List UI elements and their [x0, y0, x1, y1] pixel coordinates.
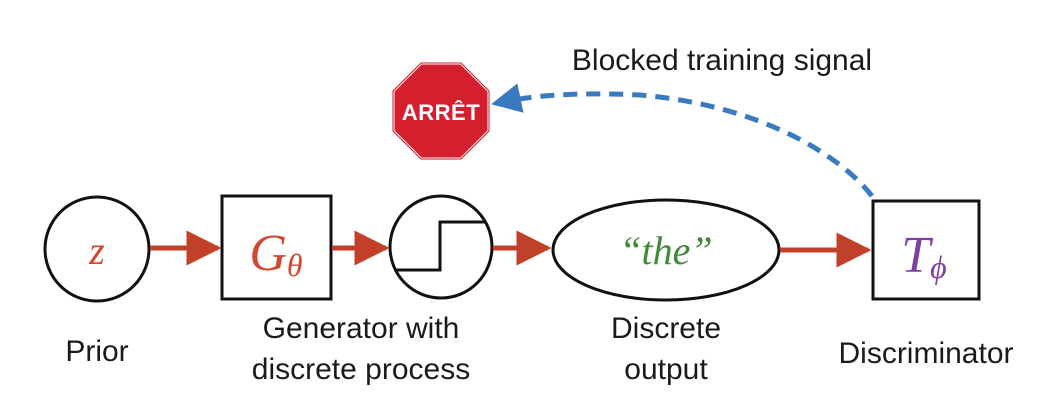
discriminator-caption: Discriminator	[838, 337, 1013, 370]
generator-caption-line2: discrete process	[252, 353, 470, 386]
discriminator-symbol: Tϕ	[901, 227, 946, 285]
output-caption-line1: Discrete	[611, 312, 721, 345]
stop-sign-icon: ARRÊT	[391, 61, 491, 161]
generator-caption-line1: Generator with	[263, 312, 460, 345]
stop-sign-text: ARRÊT	[402, 100, 480, 125]
output-node: “the”	[551, 198, 781, 302]
discriminator-node: Tϕ	[871, 199, 981, 301]
prior-caption: Prior	[65, 335, 128, 368]
blocked-signal-label: Blocked training signal	[572, 44, 872, 77]
step-function-icon	[388, 194, 494, 300]
prior-symbol: z	[88, 228, 105, 273]
blocked-signal-arrow	[491, 83, 874, 198]
output-caption-line2: output	[624, 353, 708, 386]
generator-node: Gθ	[220, 194, 333, 301]
generator-symbol: Gθ	[249, 225, 302, 283]
prior-node: z	[43, 195, 151, 303]
output-text: “the”	[619, 228, 712, 273]
